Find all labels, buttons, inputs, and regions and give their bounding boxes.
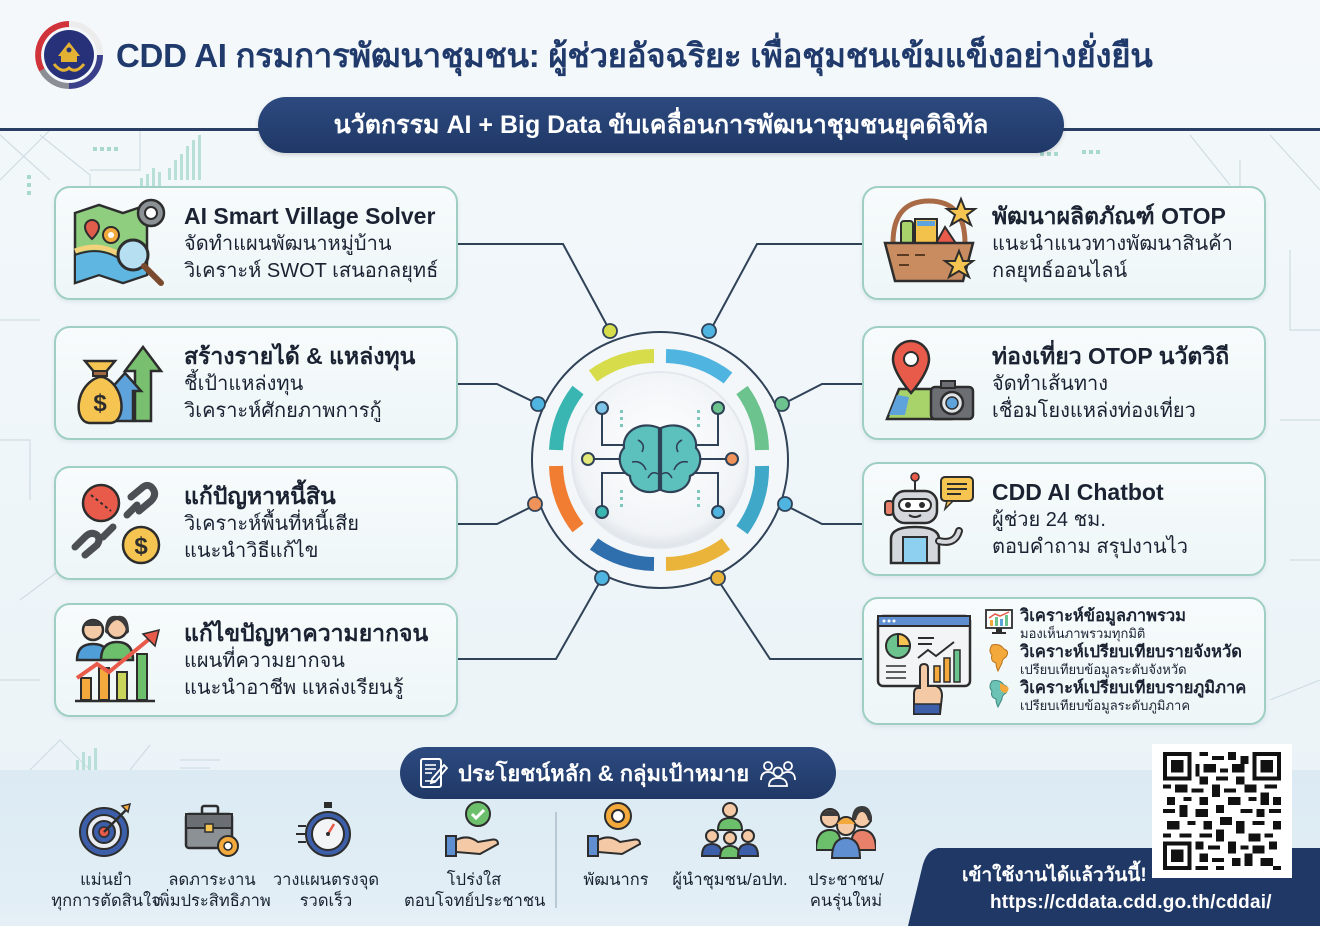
feature-card-poverty[interactable]: แก้ไขปัญหาความยากจน แผนที่ความยากจน แนะน… — [54, 603, 458, 717]
benefit-line: วางแผนตรงจุด — [272, 871, 380, 889]
broken-chain-debt-icon: $ — [71, 481, 161, 565]
qr-code-icon — [1163, 752, 1281, 870]
benefit-accuracy: แม่นยำ ทุกการตัดสินใจ — [36, 800, 176, 912]
cta-url-link[interactable]: https://cddata.cdd.go.th/cddai/ — [990, 892, 1272, 913]
card-line: แนะนำอาชีพ แหล่งเรียนรู้ — [184, 677, 404, 699]
card-line: กลยุทธ์ออนไลน์ — [992, 260, 1128, 282]
target-line: ประชาชน/ — [808, 871, 884, 889]
target-developer: พัฒนากร — [546, 800, 686, 891]
dashboard-touch-icon — [876, 614, 972, 715]
page-title: CDD AI กรมการพัฒนาชุมชน: ผู้ช่วยอัจฉริยะ… — [116, 36, 1153, 74]
benefit-line: ทุกการตัดสินใจ — [51, 892, 161, 910]
benefit-line: โปร่งใส — [446, 871, 502, 889]
hand-check-icon — [445, 801, 500, 857]
target-line: คนรุ่นใหม่ — [809, 892, 883, 910]
community-leader-icon — [700, 802, 760, 859]
document-pen-icon — [420, 758, 448, 788]
card-title: AI Smart Village Solver — [184, 203, 436, 229]
target-line: พัฒนากร — [583, 871, 649, 889]
feature-card-chatbot[interactable]: CDD AI Chatbot ผู้ช่วย 24 ชม. ตอบคำถาม ส… — [862, 462, 1266, 576]
ai-brain-circuit-icon — [527, 323, 793, 589]
benefit-line: รวดเร็ว — [299, 892, 353, 910]
card-title: ท่องเที่ยว OTOP นวัตวิถี — [992, 343, 1230, 369]
card-line: แนะนำวิธีแก้ไข — [184, 540, 319, 562]
otop-basket-icon — [883, 196, 978, 283]
card-title: CDD AI Chatbot — [992, 479, 1164, 505]
target-citizens: ประชาชน/ คนรุ่นใหม่ — [776, 800, 916, 912]
stopwatch-icon — [296, 802, 351, 857]
briefcase-gear-icon — [184, 804, 239, 857]
card-title: สร้างรายได้ & แหล่งทุน — [184, 343, 416, 369]
subtitle-banner: นวัตกรรม AI + Big Data ขับเคลื่อนการพัฒน… — [258, 97, 1064, 153]
feature-card-otop-product[interactable]: พัฒนาผลิตภัณฑ์ OTOP แนะนำแนวทางพัฒนาสินค… — [862, 186, 1266, 300]
card-line: วิเคราะห์ SWOT เสนอกลยุทธ์ — [184, 260, 439, 282]
card-line: เชื่อมโยงแหล่งท่องเที่ยว — [992, 400, 1196, 422]
benefit-line: แม่นยำ — [80, 871, 132, 889]
card-line: จัดทำเส้นทาง — [992, 373, 1109, 395]
money-bag-growth-icon: $ — [77, 344, 164, 425]
cdd-emblem-icon — [35, 21, 103, 89]
feature-card-analytics[interactable]: วิเคราะห์ข้อมูลภาพรวม มองเห็นภาพรวมทุกมิ… — [862, 597, 1266, 725]
feature-card-otop-tourism[interactable]: ท่องเที่ยว OTOP นวัตวิถี จัดทำเส้นทาง เช… — [862, 326, 1266, 440]
target-icon — [79, 802, 132, 857]
card-title: พัฒนาผลิตภัณฑ์ OTOP — [992, 203, 1226, 229]
subtitle-text: นวัตกรรม AI + Big Data ขับเคลื่อนการพัฒน… — [333, 111, 989, 139]
benefits-divider — [555, 812, 557, 908]
group-people-icon — [760, 761, 796, 787]
people-growth-chart-icon — [75, 615, 161, 703]
citizens-group-icon — [814, 806, 878, 859]
card-line: ชี้เป้าแหล่งทุน — [184, 373, 304, 395]
card-title: แก้ไขปัญหาความยากจน — [184, 620, 429, 646]
card-line: แนะนำแนวทางพัฒนาสินค้า — [992, 233, 1233, 255]
benefits-heading-text: ประโยชน์หลัก & กลุ่มเป้าหมาย — [458, 760, 750, 786]
target-community-leader: ผู้นำชุมชน/อปท. — [660, 800, 800, 891]
card-title: แก้ปัญหาหนี้สิน — [184, 483, 336, 509]
analytics-item-title: วิเคราะห์เปรียบเทียบรายจังหวัด — [1020, 643, 1242, 661]
card-line: แผนที่ความยากจน — [184, 650, 345, 672]
benefit-transparency: โปร่งใส ตอบโจทย์ประชาชน — [404, 800, 546, 912]
benefit-line: เพิ่มประสิทธิภาพ — [153, 892, 271, 910]
feature-card-debt[interactable]: $ แก้ปัญหาหนี้สิน วิเคราะห์พื้นที่หนี้เส… — [54, 466, 458, 580]
analytics-item-overview[interactable]: วิเคราะห์ข้อมูลภาพรวม มองเห็นภาพรวมทุกมิ… — [984, 607, 1246, 641]
card-line: ตอบคำถาม สรุปงานไว — [992, 536, 1188, 558]
benefit-line: ลดภาระงาน — [168, 871, 256, 889]
analytics-item-province[interactable]: วิเคราะห์เปรียบเทียบรายจังหวัด เปรียบเที… — [984, 643, 1246, 677]
monitor-chart-icon — [985, 609, 1013, 634]
analytics-item-region[interactable]: วิเคราะห์เปรียบเทียบรายภูมิภาค เปรียบเที… — [984, 679, 1246, 713]
analytics-item-desc: มองเห็นภาพรวมทุกมิติ — [1020, 626, 1146, 641]
header: CDD AI กรมการพัฒนาชุมชน: ผู้ช่วยอัจฉริยะ… — [34, 20, 1153, 90]
card-line: จัดทำแผนพัฒนาหมู่บ้าน — [184, 233, 392, 255]
feature-card-income-funding[interactable]: $ สร้างรายได้ & แหล่งทุน ชี้เป้าแหล่งทุน… — [54, 326, 458, 440]
map-pin-camera-icon — [885, 339, 975, 421]
qr-code[interactable] — [1152, 744, 1292, 878]
benefits-heading-banner: ประโยชน์หลัก & กลุ่มเป้าหมาย — [400, 747, 836, 799]
target-line: ผู้นำชุมชน/อปท. — [672, 871, 788, 889]
analytics-item-title: วิเคราะห์เปรียบเทียบรายภูมิภาค — [1020, 679, 1247, 697]
thailand-map-regions-icon — [989, 680, 1009, 709]
robot-chatbot-icon — [884, 472, 974, 565]
analytics-item-title: วิเคราะห์ข้อมูลภาพรวม — [1020, 607, 1187, 625]
card-line: วิเคราะห์พื้นที่หนี้เสีย — [184, 513, 359, 535]
analytics-item-desc: เปรียบเทียบข้อมูลระดับจังหวัด — [1020, 662, 1187, 677]
benefit-efficiency: ลดภาระงาน เพิ่มประสิทธิภาพ — [142, 800, 282, 912]
analytics-item-desc: เปรียบเทียบข้อมูลระดับภูมิภาค — [1020, 698, 1191, 713]
cta-text: เข้าใช้งานได้แล้ววันนี้! — [962, 865, 1147, 886]
benefit-line: ตอบโจทย์ประชาชน — [404, 892, 546, 910]
benefit-speed: วางแผนตรงจุด รวดเร็ว — [256, 800, 396, 912]
thailand-map-orange-icon — [989, 644, 1009, 673]
card-line: วิเคราะห์ศักยภาพการกู้ — [184, 400, 382, 422]
hand-gear-icon — [587, 802, 642, 857]
feature-card-smart-village[interactable]: AI Smart Village Solver จัดทำแผนพัฒนาหมู… — [54, 186, 458, 300]
svg-text:$: $ — [134, 533, 148, 560]
svg-text:$: $ — [93, 390, 107, 417]
map-gear-magnifier-icon — [73, 198, 166, 286]
card-line: ผู้ช่วย 24 ชม. — [992, 509, 1106, 531]
